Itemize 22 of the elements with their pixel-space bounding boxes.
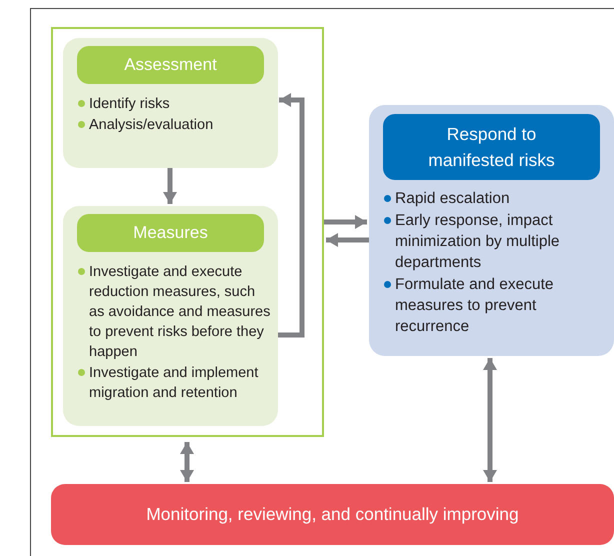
bullet-item: Investigate and execute reduction measures, such as avoidance and measures to prevent risks before they happen [77, 262, 272, 362]
bar-title: Monitoring, reviewing, and continually improving [146, 504, 519, 525]
arrow [483, 358, 497, 482]
bullet-item: Investigate and implement migration and retention [77, 363, 272, 403]
arrow [324, 215, 367, 229]
card-header: Measures [77, 214, 264, 252]
bullet-item: Rapid escalation [383, 188, 608, 209]
process-bar [51, 484, 614, 545]
bullet-item: Formulate and execute measures to prevent recurrence [383, 274, 608, 337]
process-card [63, 38, 278, 168]
process-card [369, 105, 614, 356]
arrow [163, 167, 177, 204]
card-header: Respond to manifested risks [383, 114, 600, 180]
process-card [63, 206, 278, 426]
group-frame [51, 27, 324, 437]
arrow [326, 233, 369, 247]
bullet-item: Early response, impact minimization by multiple departments [383, 210, 608, 273]
arrow [277, 93, 304, 338]
bullet-item: Analysis/evaluation [77, 115, 272, 135]
arrow [180, 442, 194, 482]
bullet-item: Identify risks [77, 94, 272, 114]
card-header: Assessment [77, 46, 264, 84]
